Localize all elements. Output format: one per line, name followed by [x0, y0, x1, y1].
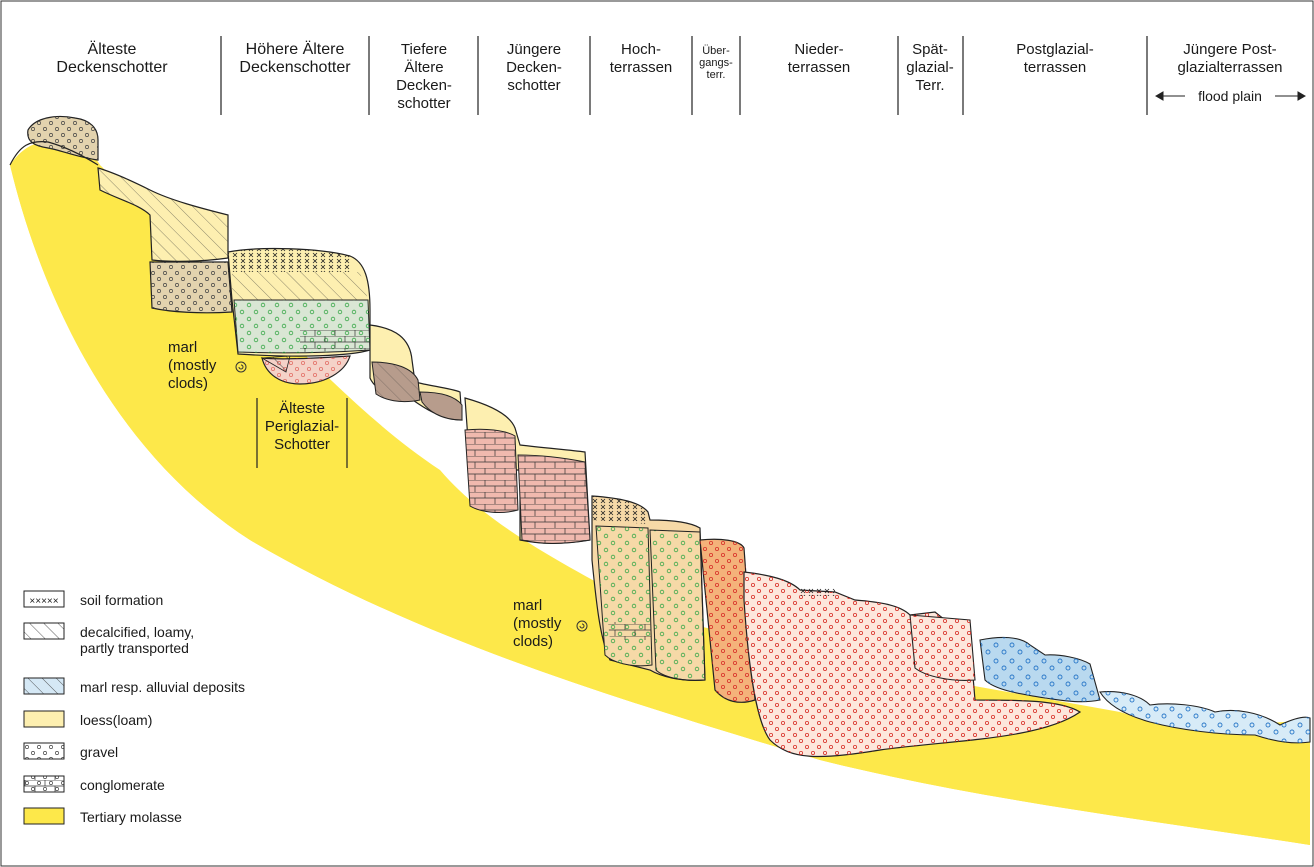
header-dividers [220, 36, 1148, 468]
legend-swatch-gravel [23, 742, 65, 760]
legend-swatch-brick [24, 776, 64, 792]
header-label: Postglazial-terrassen [1016, 41, 1094, 76]
header-label: Über-gangs-terr. [699, 45, 733, 81]
legend-swatch-marl [23, 677, 65, 695]
header-label: Jüngere Post-glazialterrassen [1177, 41, 1282, 76]
legend-item-marl [23, 677, 65, 695]
legend-item-gravel [23, 742, 65, 760]
flood-plain-label: flood plain [1198, 88, 1262, 104]
soil-swatch-marks: ××××× [29, 596, 58, 607]
header-label: Nieder-terrassen [788, 41, 851, 76]
legend-label: marl resp. alluvial deposits [80, 679, 245, 695]
snail-icon [576, 620, 588, 632]
legend-item-soil: ××××× [23, 590, 65, 608]
legend-label: Tertiary molasse [80, 809, 182, 825]
legend-label: soil formation [80, 592, 163, 608]
flood-plain-arrow [1154, 91, 1307, 101]
legend: ××××× soil formation decalcified, loamy,pa… [23, 590, 245, 825]
snail-icon [235, 361, 247, 373]
legend-label: loess(loam) [80, 712, 152, 728]
header-label: Hoch-terrassen [610, 41, 673, 76]
legend-label: gravel [80, 744, 118, 760]
legend-item-loess [23, 710, 65, 728]
legend-item-molasse [23, 807, 65, 825]
legend-item-conglomerate [23, 775, 65, 793]
legend-swatch-loess [23, 710, 65, 728]
legend-item-decalc [23, 622, 65, 640]
header-label: Spät-glazial-Terr. [906, 41, 954, 94]
legend-swatch-soil [23, 590, 65, 608]
molasse-fill [10, 138, 1310, 845]
legend-swatch-decalc [23, 622, 65, 640]
legend-label: conglomerate [80, 777, 165, 793]
legend-label: decalcified, loamy,partly transported [80, 624, 194, 656]
legend-swatch-molasse [23, 807, 65, 825]
